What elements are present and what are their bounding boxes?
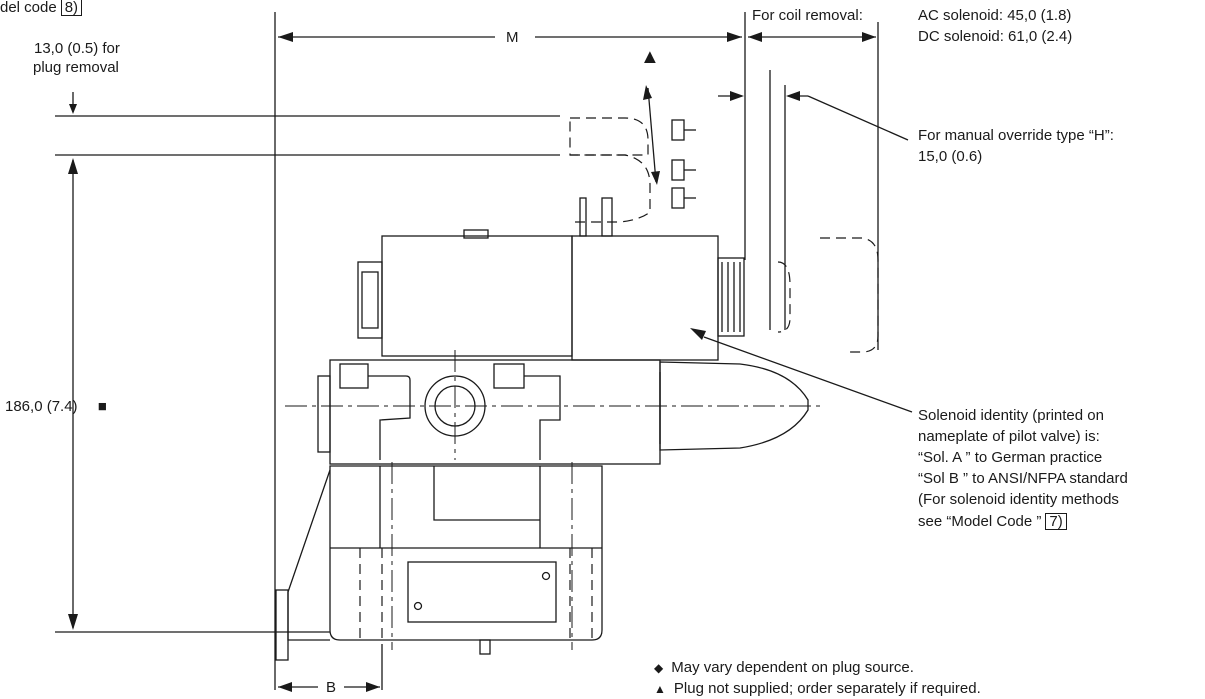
height-arrow-bottom: [68, 614, 78, 630]
solenoid-identity-line-1: Solenoid identity (printed on: [918, 407, 1104, 424]
diamond-symbol: ◆: [654, 661, 664, 675]
note-triangle-text: Plug not supplied; order separately if r…: [673, 680, 981, 697]
model-code-box: 8): [60, 0, 83, 16]
solenoid-identity-line-2: nameplate of pilot valve) is:: [918, 428, 1100, 445]
model-code-ref-text: see “Model Code ”: [918, 513, 1042, 530]
plug-outline-upper: [569, 117, 649, 156]
coil-removal-label: For coil removal:: [752, 7, 863, 24]
plug-direction-line: [647, 87, 657, 183]
triangle-symbol: ▲: [654, 682, 666, 696]
main-valve-nameplate: [407, 561, 557, 623]
pilot-end-cap: [659, 361, 809, 451]
model-code-text: del code: [0, 0, 57, 16]
solenoid-identity-line-4: “Sol B ” to ANSI/NFPA standard: [918, 470, 1128, 487]
manual-override-knob: [717, 257, 745, 337]
plug-triangle-marker: ▲: [640, 46, 660, 68]
manual-override-label-2: 15,0 (0.6): [918, 148, 983, 165]
height-dimension-label: 186,0 (7.4) ■: [5, 397, 107, 416]
square-symbol: ■: [97, 398, 107, 415]
ac-solenoid-label: AC solenoid: 45,0 (1.8): [918, 7, 1072, 24]
solenoid-coil-right: [571, 235, 719, 361]
plug-removal-label-1: 13,0 (0.5) for: [34, 40, 120, 57]
note-triangle: ▲ Plug not supplied; order separately if …: [654, 679, 981, 699]
dc-solenoid-label: DC solenoid: 61,0 (2.4): [918, 28, 1073, 45]
solenoid-identity-leader: [703, 336, 913, 413]
solenoid-identity-line-6: see “Model Code ”7): [918, 512, 1067, 531]
plug-outline-lower: [570, 154, 651, 223]
height-value: 186,0 (7.4): [5, 398, 78, 415]
solenoid-identity-line-3: “Sol. A ” to German practice: [918, 449, 1103, 466]
plug-removal-label-2: plug removal: [33, 59, 119, 76]
note-diamond: ◆ May vary dependent on plug source.: [654, 658, 914, 678]
m-arrow-right: [727, 32, 742, 42]
dimension-b-label: B: [326, 679, 337, 696]
solenoid-coil-left: [381, 235, 573, 357]
plug-removal-arrowhead: [69, 104, 77, 114]
height-arrow-top: [68, 158, 78, 174]
manual-override-label-1: For manual override type “H”:: [918, 127, 1114, 144]
coil-removal-outline: [820, 237, 879, 353]
model-code-ref-box: 7): [1045, 513, 1067, 530]
m-arrow-left: [278, 32, 293, 42]
note-diamond-text: May vary dependent on plug source.: [671, 659, 914, 676]
solenoid-identity-line-5: (For solenoid identity methods: [918, 491, 1119, 508]
main-valve-body: [329, 465, 603, 641]
lock-nut: [357, 261, 383, 339]
dimension-m-label: M: [506, 29, 519, 46]
